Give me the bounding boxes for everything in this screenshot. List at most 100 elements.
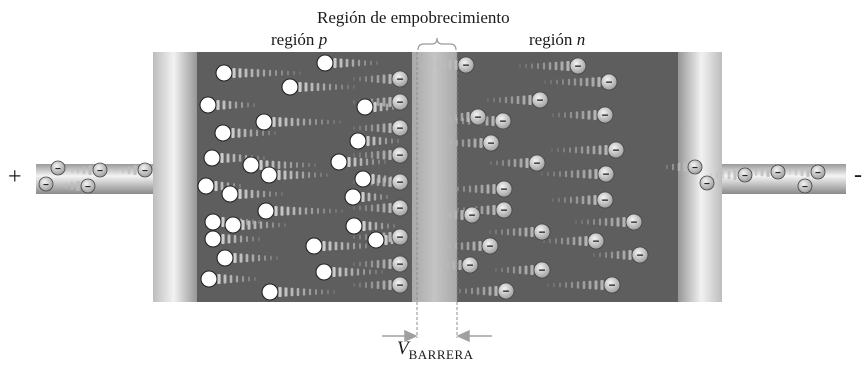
white-circle-icon [305,237,323,255]
minus-ball-icon: − [699,175,715,191]
dashed-trail-icon [710,170,737,180]
n-region-block [457,52,678,302]
dashed-trail-icon [443,210,464,220]
minus-ball-icon: − [50,160,66,176]
dashed-trail-icon [453,286,498,296]
minus-ball-icon: − [494,112,512,130]
minus-ball-icon: − [607,141,625,159]
minus-ball-icon: − [391,146,409,164]
white-circle-icon [197,177,215,195]
white-circle-icon [216,249,234,267]
svg-text:−: − [613,144,620,157]
barrier-subscript: BARRERA [408,347,474,362]
svg-text:−: − [463,59,470,72]
dashed-trail-icon [361,192,388,202]
right-electrode [676,52,722,302]
electrons-layer: −−−−−−−−−−−−−−−−−−−−−−−−−−−−−−−−−−−−−−−−… [38,56,826,300]
minus-ball-icon: − [38,176,54,192]
dashed-trail-icon [441,260,462,270]
dashed-trail-icon [544,77,601,87]
minus-ball-icon: − [391,93,409,111]
svg-text:−: − [631,216,638,229]
svg-text:−: − [609,279,616,292]
minus-ball-icon: − [596,106,614,124]
minus-ball-icon: − [495,201,513,219]
dashed-trail-icon [277,170,328,180]
minus-ball-icon: − [391,173,409,191]
minus-ball-icon: − [92,162,108,178]
dashed-trail-icon [274,206,343,216]
white-circle-icon [316,54,334,72]
dashed-trail-icon [519,61,570,71]
dashed-trail-icon [438,138,483,148]
svg-text:−: − [692,163,698,174]
white-circle-icon [261,283,279,301]
white-circle-icon [255,113,273,131]
minus-ball-icon: − [391,276,409,294]
svg-text:−: − [467,259,474,272]
svg-text:−: − [602,194,609,207]
dashed-trail-icon [593,250,632,260]
svg-text:−: − [539,264,546,277]
n-region-label: región n [529,30,585,50]
minus-ball-icon: − [596,191,614,209]
n-region-prefix: región [529,30,573,49]
svg-text:−: − [606,76,613,89]
svg-text:−: − [603,168,610,181]
svg-text:−: − [397,122,404,135]
dashed-trail-icon [419,60,458,70]
depletion-brace [417,37,457,51]
minus-ball-icon: − [569,57,587,75]
minus-ball-icon: − [631,246,649,264]
minus-ball-icon: − [770,164,786,180]
minus-ball-icon: − [463,206,481,224]
minus-ball-icon: − [391,255,409,273]
dashed-trail-icon [783,167,810,177]
minus-ball-icon: − [797,178,813,194]
svg-text:−: − [97,166,103,177]
white-circle-icon [224,216,242,234]
white-circle-icon [354,170,372,188]
dashed-trail-icon [552,110,597,120]
minus-ball-icon: − [528,154,546,172]
white-circle-icon [315,263,333,281]
dashed-trail-icon [490,158,529,168]
white-circle-icon [215,64,233,82]
dashed-trail-icon [59,181,80,191]
dashed-trail-icon [353,280,392,290]
svg-text:−: − [815,168,821,179]
p-region-label: región p [271,30,327,50]
svg-text:−: − [593,235,600,248]
white-circle-icon [330,153,348,171]
svg-text:−: − [397,279,404,292]
svg-text:−: − [469,209,476,222]
dashed-trail-icon [487,95,532,105]
dashed-trail-icon [353,123,392,133]
minus-ball-icon: − [737,167,753,183]
minus-ball-icon: − [391,119,409,137]
minus-ball-icon: − [391,199,409,217]
dashed-trail-icon [65,165,92,175]
white-circle-icon [200,270,218,288]
dashed-trail-icon [449,112,470,122]
svg-text:−: − [575,60,582,73]
white-circle-icon [242,156,260,174]
dashed-trail-icon [232,68,301,78]
svg-text:−: − [487,240,494,253]
dashed-trail-icon [231,128,276,138]
white-circle-icon [257,202,275,220]
white-circle-icon [367,231,385,249]
minus-ball-icon: − [625,213,643,231]
n-region-letter: n [576,30,586,49]
white-circle-icon [356,98,374,116]
minus-ball-icon: − [391,228,409,246]
svg-text:−: − [397,73,404,86]
minus-terminal-sign: - [854,162,862,188]
dashed-trail-icon [333,58,378,68]
svg-text:−: − [397,149,404,162]
p-region-letter: p [318,30,328,49]
white-circle-icon [221,185,239,203]
dashed-trail-icon [298,82,355,92]
svg-text:−: − [704,179,710,190]
minus-ball-icon: − [603,276,621,294]
